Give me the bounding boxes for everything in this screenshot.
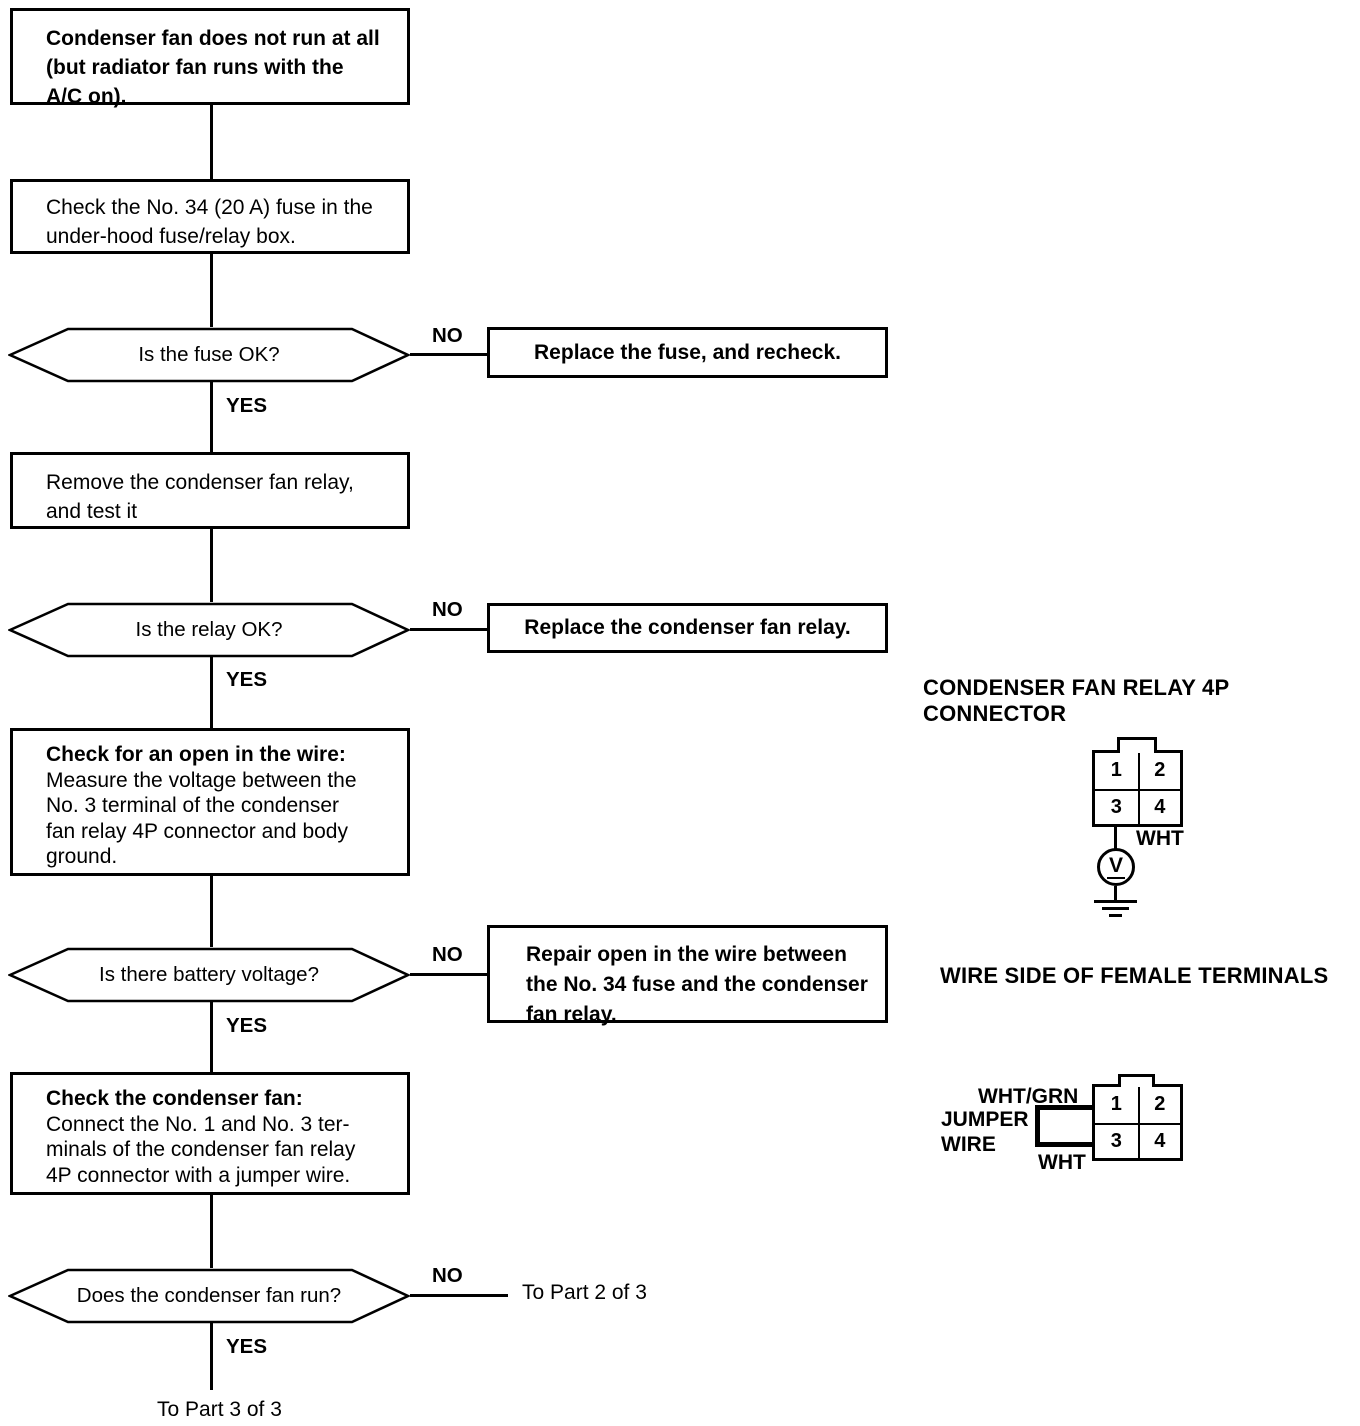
connector-jumper-title: WIRE SIDE OF FEMALE TERMINALS — [940, 963, 1329, 988]
flow-line — [210, 381, 213, 452]
voltmeter-symbol: V — [1106, 854, 1125, 879]
pin-3: 3 — [1095, 1122, 1138, 1159]
decision-hexagon-shape — [8, 1268, 410, 1324]
pin-1: 1 — [1110, 759, 1122, 782]
flow-line — [210, 656, 213, 728]
node-check-fuse-text: Check the No. 34 (20 A) fuse in the unde… — [46, 196, 373, 248]
no-label: NO — [432, 324, 463, 347]
wire-color-label: WHT — [1136, 827, 1184, 850]
connector-voltage-title: CONDENSER FAN RELAY 4P CONNECTOR — [923, 675, 1229, 726]
node-replace-fuse-text: Replace the fuse, and recheck. — [534, 340, 841, 364]
ground-icon — [1094, 900, 1137, 903]
jumper-label-line2: WIRE — [941, 1133, 996, 1156]
test-wire-line — [1114, 827, 1117, 849]
node-replace-fuse: Replace the fuse, and recheck. — [487, 327, 888, 378]
ground-icon — [1102, 907, 1129, 910]
wire-color-top-label: WHT/GRN — [978, 1085, 1079, 1108]
to-part-3-text: To Part 3 of 3 — [157, 1398, 282, 1421]
ground-wire-line — [1114, 886, 1117, 900]
no-label: NO — [432, 943, 463, 966]
node-replace-relay: Replace the condenser fan relay. — [487, 603, 888, 653]
flow-line — [210, 1195, 213, 1268]
decision-relay-ok: Is the relay OK? — [8, 602, 410, 658]
node-check-wire: Check for an open in the wire: Measure t… — [10, 728, 410, 876]
pin-2: 2 — [1137, 1087, 1181, 1123]
jumper-label-line1: JUMPER — [941, 1108, 1029, 1131]
node-check-fan-title: Check the condenser fan: — [46, 1087, 303, 1110]
decision-battery-voltage: Is there battery voltage? — [8, 947, 410, 1003]
no-branch-line — [410, 628, 487, 631]
ground-icon — [1109, 914, 1122, 917]
connector-jumper-diagram: 1 2 3 4 WHT/GRN JUMPER WIRE WHT — [938, 1072, 1198, 1176]
pin-2: 2 — [1137, 753, 1181, 789]
connector-tab — [1117, 737, 1157, 753]
yes-label: YES — [226, 1014, 268, 1037]
decision-fuse-ok-text: Is the fuse OK? — [138, 343, 280, 366]
decision-hexagon-shape — [8, 947, 410, 1003]
no-branch-line — [410, 353, 487, 356]
pin-1: 1 — [1110, 1093, 1122, 1116]
flow-line — [210, 254, 213, 327]
no-label: NO — [432, 598, 463, 621]
node-check-fuse: Check the No. 34 (20 A) fuse in the unde… — [10, 179, 410, 254]
jumper-wire-icon — [1035, 1105, 1098, 1147]
node-replace-relay-text: Replace the condenser fan relay. — [524, 616, 851, 639]
yes-label: YES — [226, 394, 268, 417]
decision-fan-run: Does the condenser fan run? — [8, 1268, 410, 1324]
connector-tab — [1118, 1074, 1155, 1087]
no-branch-line — [410, 1294, 508, 1297]
node-repair-open-text: Repair open in the wire between the No. … — [526, 943, 868, 1026]
flow-line — [210, 876, 213, 947]
decision-battery-voltage-text: Is there battery voltage? — [99, 963, 319, 986]
node-repair-open: Repair open in the wire between the No. … — [487, 925, 888, 1026]
decision-relay-ok-text: Is the relay OK? — [135, 618, 283, 641]
node-check-wire-title: Check for an open in the wire: — [46, 743, 346, 766]
yes-label: YES — [226, 668, 268, 691]
to-part-2-text: To Part 2 of 3 — [522, 1281, 647, 1304]
wire-color-bottom-label: WHT — [1038, 1151, 1086, 1174]
no-label: NO — [432, 1264, 463, 1287]
connector-voltage-diagram: 1 2 3 4 WHT V — [1090, 737, 1210, 927]
decision-fuse-ok: Is the fuse OK? — [8, 327, 410, 383]
node-start: Condenser fan does not run at all (but r… — [10, 8, 410, 108]
pin-4: 4 — [1137, 788, 1180, 824]
node-remove-relay-text: Remove the condenser fan relay, and test… — [46, 471, 354, 523]
pin-4: 4 — [1137, 1122, 1180, 1158]
node-check-fan-body: Connect the No. 1 and No. 3 ter- minals … — [46, 1112, 356, 1187]
node-remove-relay: Remove the condenser fan relay, and test… — [10, 452, 410, 529]
flow-line — [210, 529, 213, 602]
yes-label: YES — [226, 1335, 268, 1358]
voltmeter-icon: V — [1097, 848, 1135, 886]
no-branch-line — [410, 973, 487, 976]
pin-3: 3 — [1095, 788, 1138, 825]
decision-hexagon-shape — [8, 602, 410, 658]
node-check-fan: Check the condenser fan: Connect the No.… — [10, 1072, 410, 1195]
node-check-wire-body: Measure the voltage between the No. 3 te… — [46, 768, 357, 869]
flow-line — [210, 1001, 213, 1072]
node-start-text: Condenser fan does not run at all (but r… — [46, 27, 380, 108]
flow-line — [210, 105, 213, 179]
connector-4p-body: 1 2 3 4 — [1092, 750, 1183, 827]
flow-line — [210, 1322, 213, 1390]
decision-hexagon-shape — [8, 327, 410, 383]
decision-fan-run-text: Does the condenser fan run? — [76, 1284, 342, 1307]
connector-4p-body: 1 2 3 4 — [1092, 1084, 1183, 1161]
